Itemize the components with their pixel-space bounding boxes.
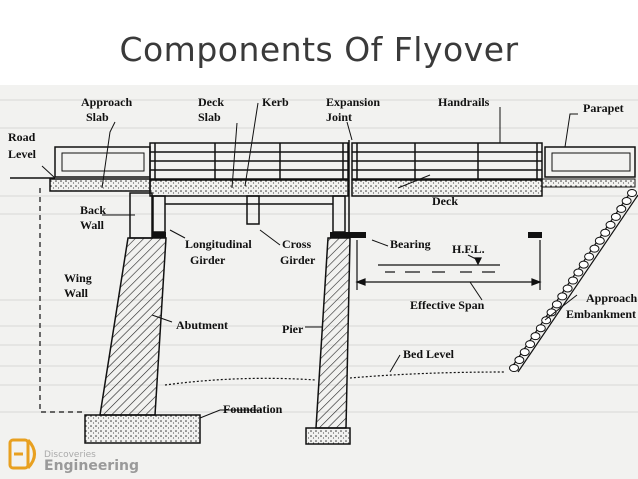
approach-embankment-label: Approach Embankment: [566, 291, 637, 321]
wing-wall-label-line1: Wing: [64, 271, 92, 285]
embankment-stone: [541, 316, 552, 325]
embankment-stone: [525, 340, 536, 349]
embankment-stone: [509, 364, 519, 372]
cross-girder-label-line1: Cross: [282, 237, 311, 251]
longitudinal-girder-label: Longitudinal Girder: [185, 237, 252, 267]
expansion-joint-label-line2: Joint: [326, 110, 352, 124]
handrails-right: [351, 142, 543, 180]
embankment-stone: [562, 284, 573, 293]
expansion-joint-label: Expansion Joint: [326, 95, 380, 124]
embankment-stone: [514, 356, 525, 365]
embankment-stone: [519, 348, 530, 357]
cross-girder-label-line2: Girder: [280, 253, 316, 267]
hfl-label: H.F.L.: [452, 242, 485, 256]
approach-slab-label: Approach Slab: [81, 95, 132, 124]
handrails-label: Handrails: [438, 95, 490, 109]
engineering-discoveries-logo: [8, 438, 36, 470]
bed-level-left: [164, 377, 317, 386]
approach-embankment-label-line1: Approach: [586, 291, 637, 305]
approach-slab: [49, 178, 151, 192]
parapet-label: Parapet: [583, 101, 624, 115]
bed-level: [349, 371, 506, 379]
road-level-label-line2: Level: [8, 147, 37, 161]
pier: [315, 237, 351, 429]
embankment-stone: [600, 228, 611, 237]
bed-level-label: Bed Level: [403, 347, 455, 361]
approach-parapet: [54, 146, 151, 178]
cross-girder-label: Cross Girder: [280, 237, 316, 267]
embankment-stone: [530, 332, 541, 341]
water-level: [378, 257, 500, 273]
wing-wall: [39, 188, 85, 413]
deck-slab-label-line1: Deck: [198, 95, 224, 109]
embankment-stone: [594, 236, 605, 245]
road-level-label: Road Level: [8, 130, 37, 161]
embankment-stone: [589, 244, 600, 253]
watermark-small: Discoveries: [44, 450, 96, 460]
embankment-stone: [535, 324, 546, 333]
watermark-text: Engineering: [44, 458, 139, 474]
abutment-foundation: [84, 414, 201, 444]
back-wall-label-line1: Back: [80, 203, 106, 217]
expansion-joint-label-line1: Expansion: [326, 95, 380, 109]
deck-slab-label: Deck Slab: [198, 95, 224, 124]
embankment-stone: [621, 196, 632, 205]
effective-span-arrow: [355, 240, 542, 290]
wing-wall-label: Wing Wall: [64, 271, 92, 300]
approach-slab-label-line1: Approach: [81, 95, 132, 109]
embankment-stone: [578, 260, 589, 269]
deck-label: Deck: [432, 194, 458, 208]
embankment-stone: [573, 268, 584, 277]
parapet: [544, 146, 636, 178]
wing-wall-label-line2: Wall: [64, 286, 89, 300]
watermark: Discoveries Engineering: [44, 450, 139, 474]
kerb-label: Kerb: [262, 95, 289, 109]
embankment-stones: [509, 189, 637, 372]
approach-slab-label-line2: Slab: [86, 110, 109, 124]
embankment-stone: [551, 300, 562, 309]
embankment-stone: [557, 292, 568, 301]
embankment-stone: [627, 189, 637, 197]
longitudinal-girder-label-line1: Longitudinal: [185, 237, 252, 251]
deck-slab-label-line2: Slab: [198, 110, 221, 124]
deck: [351, 179, 543, 197]
road-level-label-line1: Road: [8, 130, 36, 144]
back-wall-label: Back Wall: [80, 203, 106, 232]
embankment-stone: [546, 308, 557, 317]
handrails-left: [149, 142, 349, 180]
longitudinal-girder-label-line2: Girder: [190, 253, 226, 267]
embankment-stone: [584, 252, 595, 261]
approach-embankment-label-line2: Embankment: [566, 307, 636, 321]
back-wall-label-line2: Wall: [80, 218, 105, 232]
abutment-label: Abutment: [176, 318, 228, 332]
bearing-label: Bearing: [390, 237, 431, 251]
effective-span-label: Effective Span: [410, 298, 485, 312]
embankment-stone: [616, 204, 627, 213]
bearings: [152, 232, 542, 238]
pier-label: Pier: [282, 322, 304, 336]
leader-lines: [41, 102, 578, 419]
embankment-stone: [610, 212, 621, 221]
embankment-stone: [605, 220, 616, 229]
pier-foundation: [305, 427, 351, 445]
page-title: Components Of Flyover: [119, 30, 519, 69]
deck-slab: [149, 179, 349, 197]
foundation-label: Foundation: [223, 402, 283, 416]
embankment-stone: [568, 276, 578, 285]
